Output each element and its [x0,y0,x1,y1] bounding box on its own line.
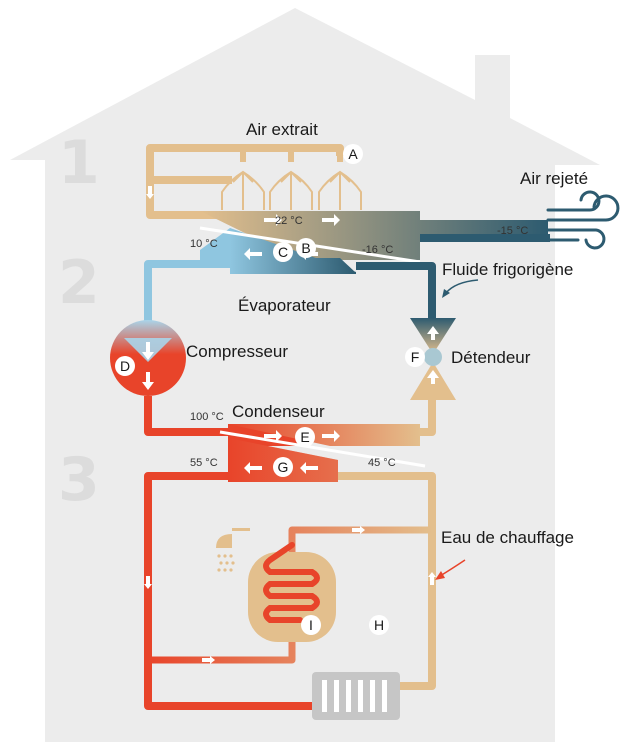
badge-c: C [273,242,293,262]
svg-text:C: C [278,244,288,260]
air-flow-arrows-icon [221,170,362,210]
label-air-rejete: Air rejeté [520,169,588,188]
tank-coil [263,542,320,623]
house-silhouette [10,8,600,742]
temp-55: 55 °C [190,457,218,469]
flow-arrows [142,186,439,664]
svg-text:H: H [374,617,384,633]
svg-text:A: A [348,146,358,162]
badge-d: D [115,356,135,376]
temp-minus-15: -15 °C [497,225,528,237]
label-detendeur: Détendeur [451,348,531,367]
temp-minus-16: -16 °C [362,244,393,256]
badge-h: H [369,615,389,635]
label-evaporateur: Évaporateur [238,296,331,315]
section-3-number: 3 [58,445,100,515]
shower-icon [216,528,250,572]
svg-text:F: F [411,349,420,365]
badge-f: F [405,347,425,367]
label-air-extrait: Air extrait [246,120,318,139]
label-fluide-frigorigene: Fluide frigorigène [442,260,573,279]
pointer-arrow-fluid [445,279,479,294]
svg-text:D: D [120,358,130,374]
label-eau-de-chauffage: Eau de chauffage [441,528,574,547]
radiator-icon [312,672,400,720]
label-condenseur: Condenseur [232,402,325,421]
badge-e: E [295,427,315,447]
svg-text:G: G [278,459,289,475]
heating-supply-pipe [144,472,320,710]
badge-b: B [296,238,316,258]
svg-text:B: B [301,240,310,256]
label-compresseur: Compresseur [186,342,288,361]
svg-text:E: E [300,429,309,445]
section-2-number: 2 [58,248,100,318]
temp-45: 45 °C [368,457,396,469]
temp-10: 10 °C [190,238,218,250]
badge-i: I [301,615,321,635]
temp-22: 22 °C [275,215,303,227]
badge-a: A [343,144,363,164]
temp-100: 100 °C [190,411,224,423]
svg-text:I: I [309,617,313,633]
wind-icon [546,190,620,250]
section-1-number: 1 [58,128,100,198]
badge-g: G [273,457,293,477]
